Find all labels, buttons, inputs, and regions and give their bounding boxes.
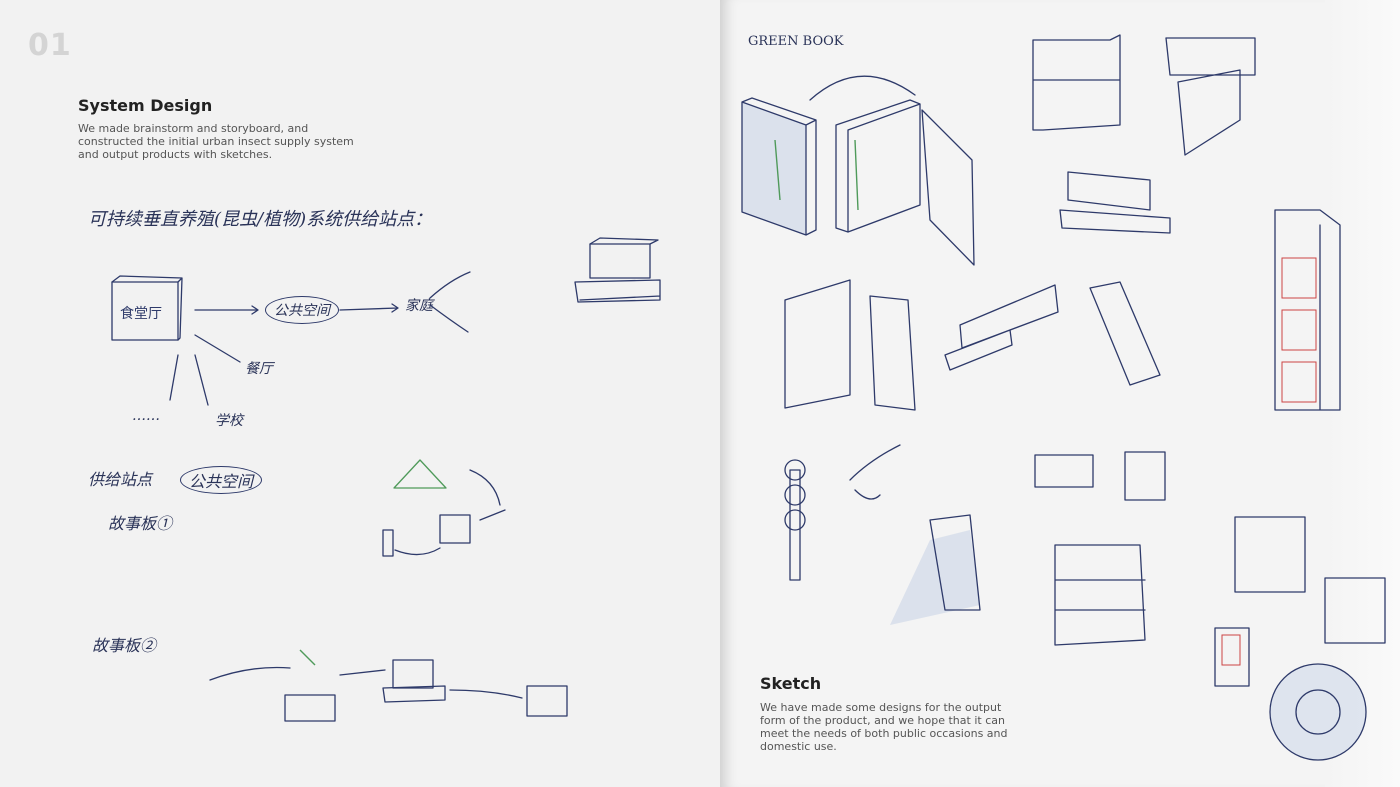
sketch-heading: 可持续垂直养殖(昆虫/植物)系统供给站点： — [88, 209, 433, 230]
green-book-label: GREEN BOOK — [748, 34, 844, 49]
note-restaurant: 餐厅 — [245, 361, 273, 377]
right-page — [720, 0, 1400, 787]
note-storyboard-1: 故事板① — [108, 514, 173, 533]
sketch-title: Sketch — [760, 674, 822, 693]
description-line: We made brainstorm and storyboard, and — [78, 122, 309, 135]
description-line: We have made some designs for the output — [760, 701, 1002, 714]
description-line: form of the product, and we hope that it… — [760, 714, 1005, 727]
note-school: 学校 — [215, 413, 243, 429]
description-line: meet the needs of both public occasions … — [760, 727, 1008, 740]
note-storyboard-2: 故事板② — [92, 636, 157, 655]
note-supply-point: 供给站点 — [88, 470, 153, 489]
svg-text:食堂厅: 食堂厅 — [120, 305, 162, 322]
drawer-sketches — [784, 34, 1256, 411]
page-number: 01 — [28, 28, 72, 63]
description-line: domestic use. — [760, 740, 837, 753]
page-edge — [1325, 0, 1400, 787]
note-ellipsis: …… — [132, 408, 160, 424]
sketch-description: We have made some designs for the output… — [760, 701, 1008, 753]
description-line: and output products with sketches. — [78, 148, 273, 161]
description-line: constructed the initial urban insect sup… — [78, 135, 354, 148]
small-product-sketches — [784, 444, 1386, 761]
left-page: 01 System Design We made brainstorm and … — [28, 28, 661, 722]
note-home: 家庭 — [405, 298, 433, 314]
system-sketch-drawing: 食堂厅 — [111, 237, 661, 722]
note-public-space-2: 公共空间 — [180, 466, 263, 494]
green-book-panels — [741, 75, 975, 266]
note-public-space: 公共空间 — [265, 296, 339, 324]
vending-machine — [1274, 209, 1341, 411]
section-description: We made brainstorm and storyboard, and c… — [78, 122, 354, 161]
section-title: System Design — [78, 96, 213, 115]
